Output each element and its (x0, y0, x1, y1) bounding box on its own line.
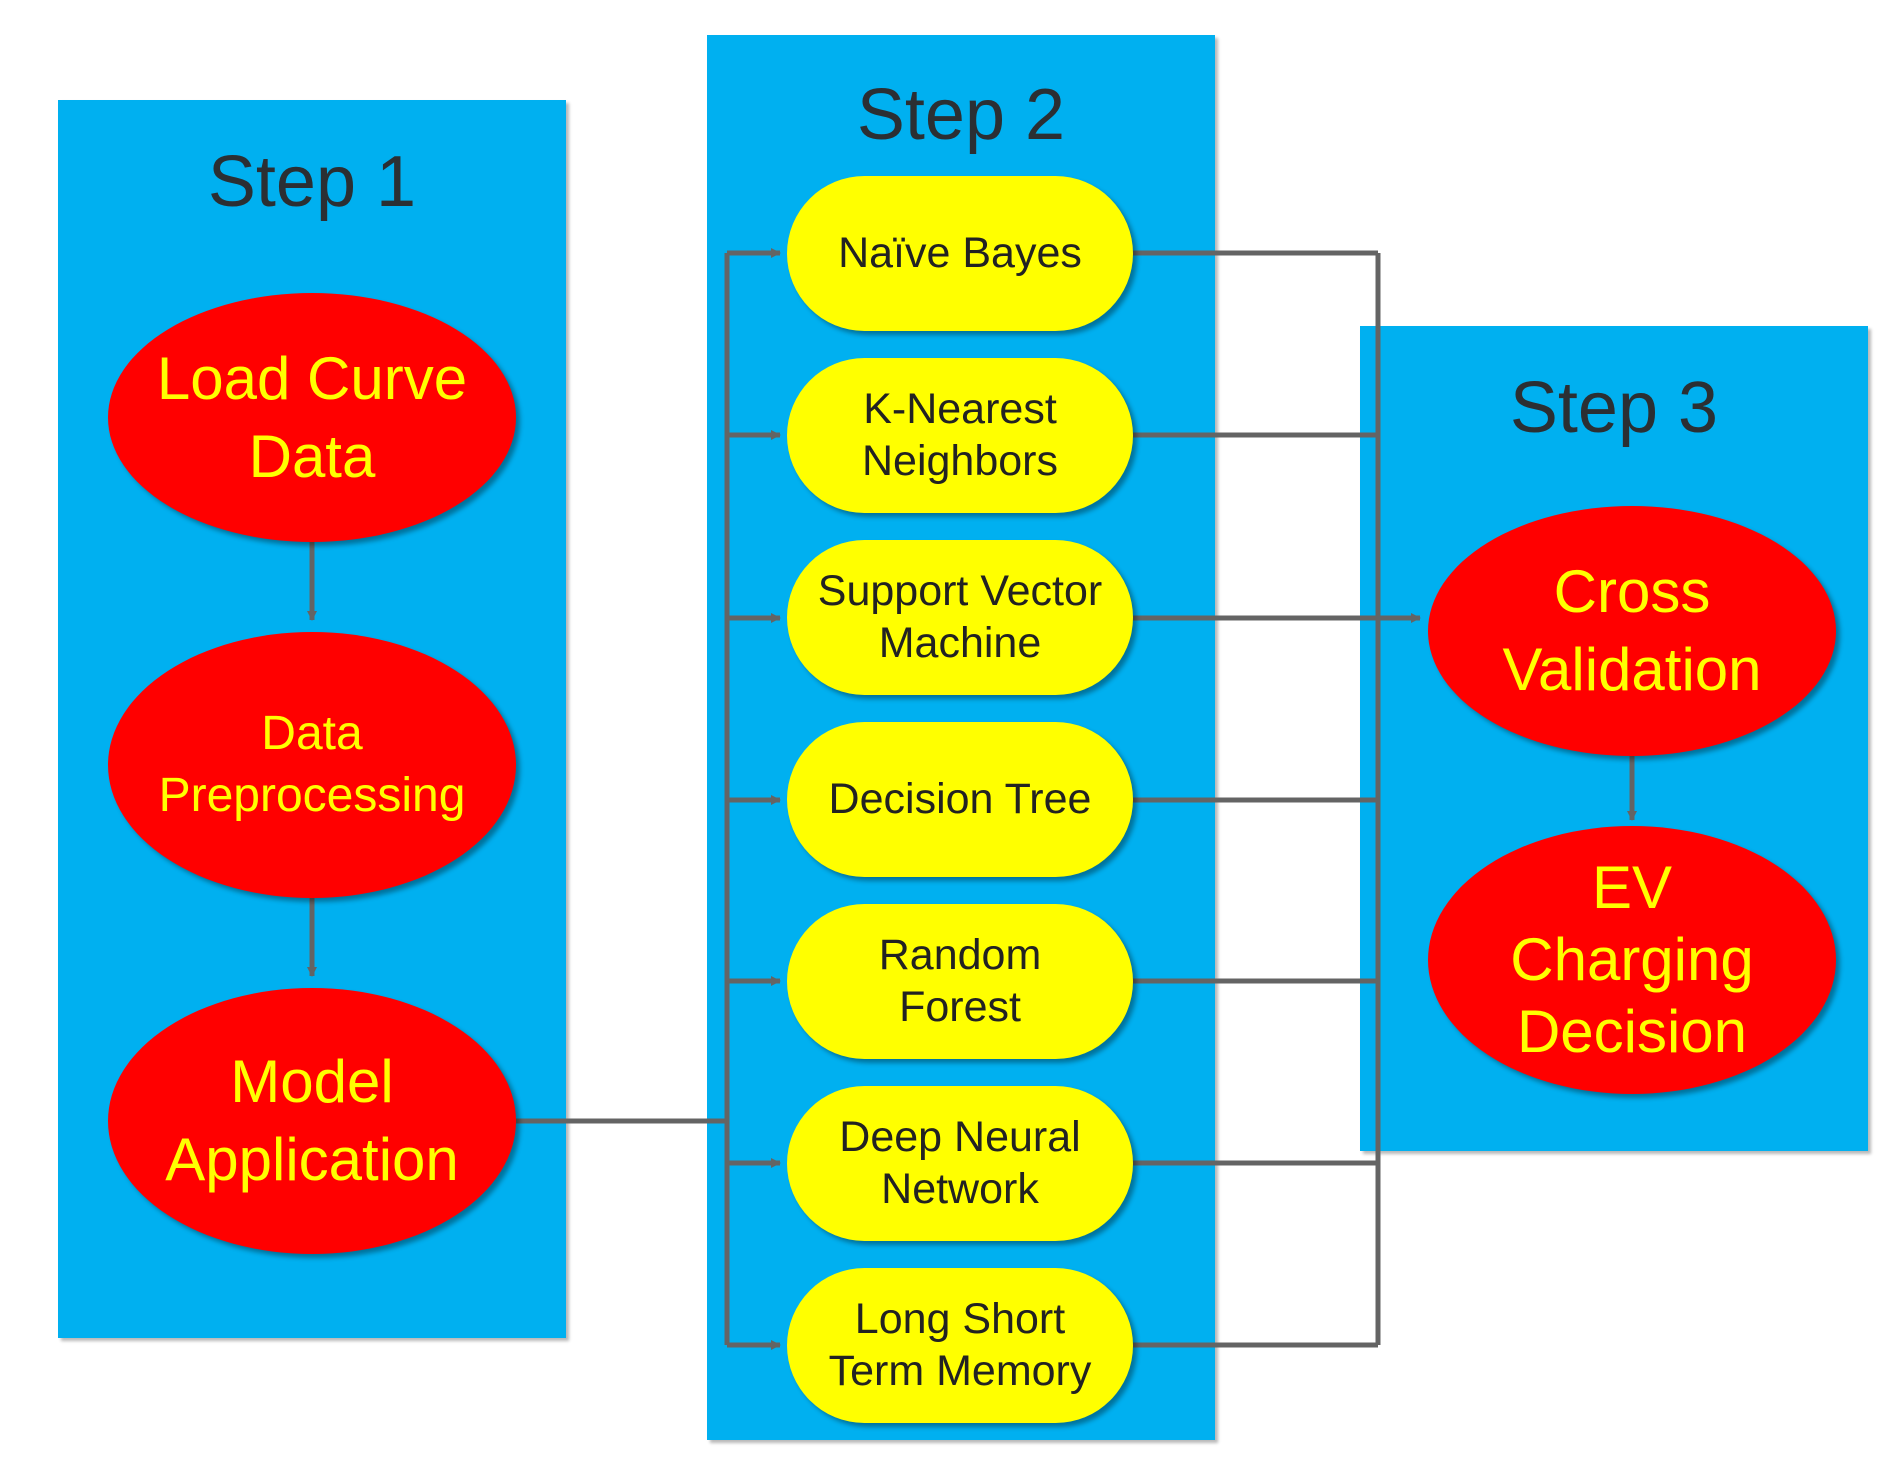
model-application-node: Model Application (108, 988, 516, 1254)
load-curve-data-label: Load Curve Data (156, 344, 468, 490)
model-deep-neural-network-label: Deep Neural Network (839, 1112, 1081, 1213)
cross-validation-label: Cross Validation (1502, 558, 1762, 703)
data-preprocessing-label: Data Preprocessing (158, 706, 466, 822)
ev-charging-decision-label: EV Charging Decision (1510, 854, 1754, 1065)
load-curve-data-node: Load Curve Data (108, 293, 516, 542)
model-naive-bayes: Naïve Bayes (787, 176, 1133, 331)
cross-validation-node: Cross Validation (1428, 506, 1836, 756)
ev-charging-decision-node: EV Charging Decision (1428, 826, 1836, 1094)
model-k-nearest-neighbors-label: K-Nearest Neighbors (862, 384, 1058, 485)
model-deep-neural-network: Deep Neural Network (787, 1086, 1133, 1241)
model-k-nearest-neighbors: K-Nearest Neighbors (787, 358, 1133, 513)
step3-title: Step 3 (1509, 368, 1719, 448)
step2-title: Step 2 (856, 75, 1066, 155)
model-decision-tree-label: Decision Tree (828, 774, 1092, 823)
model-long-short-term-memory-label: Long Short Term Memory (828, 1294, 1092, 1395)
step1-title: Step 1 (207, 142, 417, 222)
model-application-label: Model Application (165, 1048, 459, 1193)
model-random-forest-label: Random Forest (878, 930, 1042, 1031)
data-preprocessing-node: Data Preprocessing (108, 632, 516, 898)
model-decision-tree: Decision Tree (787, 722, 1133, 877)
model-naive-bayes-label: Naïve Bayes (838, 228, 1082, 277)
model-support-vector-machine-label: Support Vector Machine (817, 566, 1103, 667)
model-support-vector-machine: Support Vector Machine (787, 540, 1133, 695)
model-long-short-term-memory: Long Short Term Memory (787, 1268, 1133, 1423)
model-random-forest: Random Forest (787, 904, 1133, 1059)
